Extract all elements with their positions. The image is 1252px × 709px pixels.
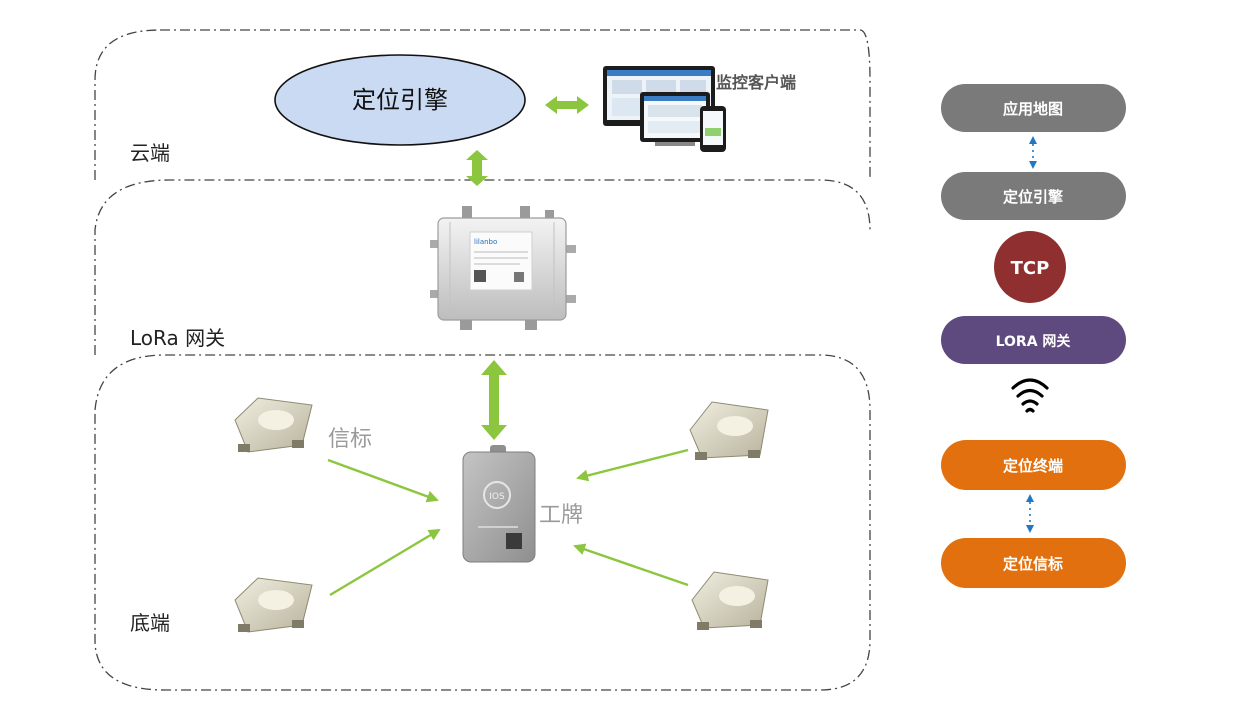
stack-item-engine-bg	[941, 172, 1126, 220]
stack-item-engine-label: 定位引擎	[1003, 188, 1063, 206]
stack-item-app-map: 应用地图	[941, 84, 1126, 132]
zone-bottom-label: 底端	[130, 611, 170, 635]
stack-item-beacon-label: 定位信标	[1003, 555, 1063, 573]
zone-cloud	[94, 29, 871, 180]
stack-item-tcp-bg	[994, 231, 1066, 303]
monitor-client-devices: 监控客户端	[603, 66, 796, 152]
gateway-badge-arrow	[481, 360, 507, 440]
engine-node: 定位引擎	[274, 54, 526, 146]
badge-device: IOS	[462, 445, 536, 563]
zone-gateway-label: LoRa 网关	[130, 326, 225, 350]
stack-item-tcp: TCP	[994, 231, 1066, 303]
lora-gateway-device: lilanbo	[430, 206, 576, 330]
beacon-label: 信标	[328, 427, 372, 452]
connector-terminal-beacon	[1026, 494, 1034, 533]
beacon-bottom-left	[234, 577, 313, 633]
stack-item-engine: 定位引擎	[941, 172, 1126, 220]
stack-item-terminal: 定位终端	[941, 440, 1126, 490]
stack-item-lora-gateway: LORA 网关	[941, 316, 1126, 364]
right-stack: 应用地图 定位引擎 TCP LORA 网关	[941, 84, 1126, 588]
connector-map-engine	[1029, 136, 1037, 169]
beacon-bottom-right	[691, 571, 769, 630]
monitor-client-label: 监控客户端	[716, 73, 796, 92]
stack-item-tcp-label: TCP	[1011, 258, 1050, 279]
zone-bottom	[94, 354, 871, 691]
stack-item-beacon-bg	[941, 538, 1126, 588]
engine-gateway-arrow	[466, 150, 488, 186]
beacon-top-left	[234, 397, 313, 453]
wifi-icon	[1011, 378, 1049, 413]
stack-item-terminal-label: 定位终端	[1003, 457, 1063, 475]
stack-item-lora-gateway-label: LORA 网关	[996, 333, 1071, 350]
beacon-top-right	[689, 401, 769, 460]
stack-item-lora-gateway-bg	[941, 316, 1126, 364]
beacon-to-badge-arrows	[327, 448, 689, 597]
gateway-brand-text: lilanbo	[474, 238, 497, 246]
stack-item-terminal-bg	[941, 440, 1126, 490]
engine-label: 定位引擎	[352, 86, 448, 114]
stack-item-beacon: 定位信标	[941, 538, 1126, 588]
engine-client-arrow	[545, 96, 589, 114]
stack-item-app-map-label: 应用地图	[1003, 100, 1063, 118]
badge-logo: IOS	[489, 492, 505, 502]
badge-label: 工牌	[539, 503, 583, 528]
zone-cloud-label: 云端	[130, 141, 170, 165]
stack-item-app-map-bg	[941, 84, 1126, 132]
zone-gateway	[94, 179, 871, 355]
